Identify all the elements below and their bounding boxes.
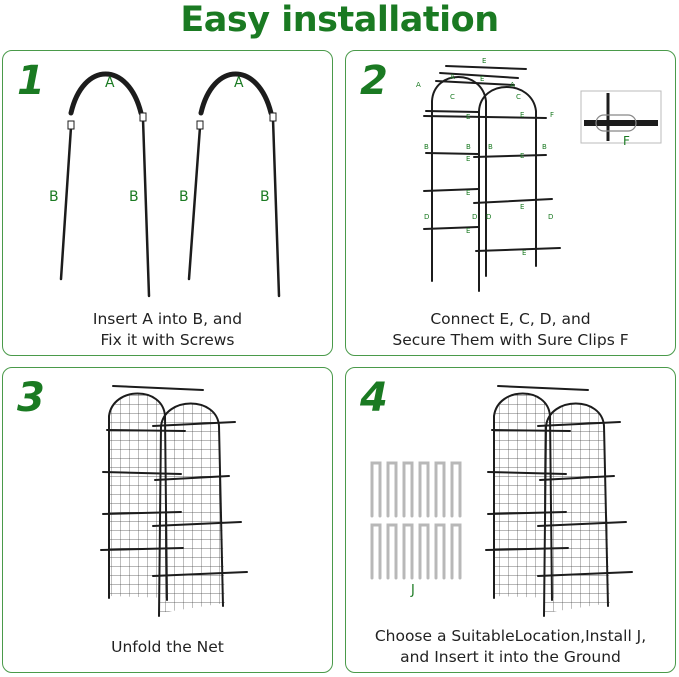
part-label-a: A: [234, 75, 244, 91]
page-title: Easy installation: [180, 0, 499, 40]
part-label-c: C: [450, 93, 455, 101]
part-label-d: D: [548, 213, 553, 221]
step-2-panel: 2 E A E A A C C: [345, 50, 676, 356]
part-label-a: A: [450, 73, 455, 81]
part-label-b: B: [129, 189, 139, 205]
part-label-a: A: [105, 75, 115, 91]
step-number: 3: [17, 375, 45, 421]
stakes-and-trellis-illustration: J: [370, 385, 633, 617]
part-label-a: A: [510, 81, 515, 89]
part-label-c: C: [516, 93, 521, 101]
part-label-f: F: [623, 134, 630, 148]
caption-line: Unfold the Net: [111, 638, 224, 656]
part-label-d: D: [472, 213, 477, 221]
part-label-b: B: [466, 143, 471, 151]
part-label-e: E: [466, 189, 470, 197]
part-label-e: E: [520, 111, 524, 119]
part-label-a: A: [416, 81, 421, 89]
step-number: 1: [17, 58, 45, 104]
part-label-b: B: [542, 143, 547, 151]
caption-line: Fix it with Screws: [100, 331, 235, 349]
step-3-panel: 3 Unfold the Net: [2, 367, 333, 673]
trellis-with-net-illustration: [100, 385, 248, 617]
step-number: 2: [360, 58, 388, 104]
part-label-e: E: [520, 203, 524, 211]
caption-line: Choose a SuitableLocation,Install J,: [374, 627, 647, 645]
part-label-f: F: [550, 111, 554, 119]
step-number: 4: [360, 375, 388, 421]
part-label-j: J: [410, 583, 415, 598]
step-caption: Connect E, C, D, and Secure Them with Su…: [346, 309, 675, 351]
frame-assembly-illustration: E A E A A C C E E F B B B B E E E E D D …: [416, 57, 662, 292]
part-label-b: B: [424, 143, 429, 151]
part-label-b: B: [488, 143, 493, 151]
part-label-b: B: [179, 189, 189, 205]
step-caption: Insert A into B, and Fix it with Screws: [3, 309, 332, 351]
arch-parts-illustration: A A B B B B: [49, 71, 281, 298]
part-label-e: E: [522, 249, 526, 257]
caption-line: and Insert it into the Ground: [400, 648, 621, 666]
part-label-d: D: [424, 213, 429, 221]
part-label-e: E: [466, 227, 470, 235]
part-label-e: E: [480, 75, 484, 83]
part-label-d: D: [486, 213, 491, 221]
part-label-b: B: [49, 189, 59, 205]
part-label-e: E: [466, 113, 470, 121]
step-4-panel: 4 J: [345, 367, 676, 673]
caption-line: Insert A into B, and: [92, 310, 243, 328]
step-1-panel: 1 A A B B B B Insert A into B, and: [2, 50, 333, 356]
part-label-e: E: [520, 152, 524, 160]
step-caption: Unfold the Net: [3, 637, 332, 658]
step-caption: Choose a SuitableLocation,Install J, and…: [346, 626, 675, 668]
part-label-e: E: [482, 57, 486, 65]
part-label-b: B: [260, 189, 270, 205]
caption-line: Secure Them with Sure Clips F: [392, 331, 629, 349]
caption-line: Connect E, C, D, and: [430, 310, 591, 328]
part-label-e: E: [466, 155, 470, 163]
